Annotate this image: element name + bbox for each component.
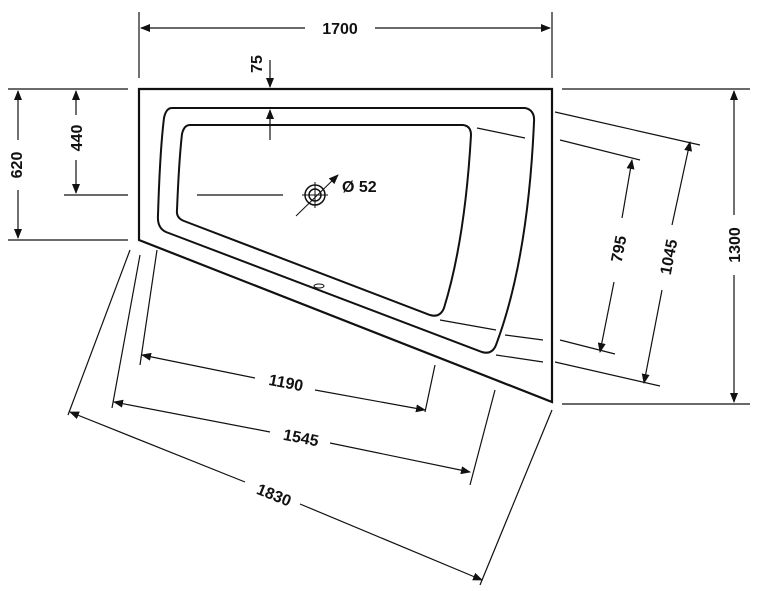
diag-1045: 1045 (658, 238, 681, 276)
tub-outline (137, 87, 554, 404)
drain-icon (295, 174, 339, 217)
width-1700: 1700 (322, 21, 358, 38)
front-1545: 1545 (282, 427, 320, 450)
left-620: 620 (9, 152, 26, 179)
front-1190: 1190 (267, 372, 304, 395)
overflow-icon (313, 283, 325, 289)
right-1300: 1300 (727, 227, 744, 263)
rim-75: 75 (249, 55, 266, 73)
drain-diameter-label: Ø 52 (342, 179, 377, 196)
tub-basin (175, 124, 473, 317)
tub-rim (156, 107, 536, 354)
front-1830: 1830 (254, 481, 293, 510)
depth-440: 440 (69, 125, 86, 152)
diag-795: 795 (609, 234, 631, 264)
